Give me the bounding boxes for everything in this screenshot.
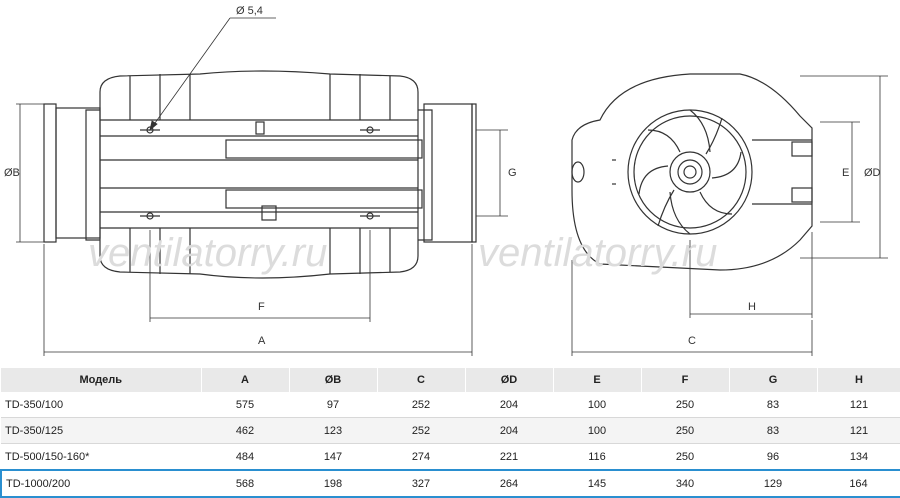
left-collar [55, 107, 101, 239]
cell-h: 134 [817, 443, 900, 471]
dimension-drawing-svg: ventilatorry.ru ventilatorry.ru Ø 5,4 ØB… [4, 5, 888, 356]
cell-h: 164 [817, 469, 900, 498]
cell-model: TD-1000/200 [0, 469, 201, 498]
cell-h: 121 [817, 392, 900, 418]
cell-e: 100 [553, 417, 641, 444]
cell-c: 252 [377, 417, 465, 444]
cell-c: 327 [377, 469, 465, 498]
cell-model: TD-500/150-160* [1, 443, 201, 471]
label-f: F [258, 301, 265, 313]
label-d: ØD [864, 167, 881, 179]
cell-g: 83 [729, 392, 817, 418]
header-f: F [641, 368, 730, 392]
cell-a: 575 [201, 392, 289, 418]
watermark-left: ventilatorry.ru [88, 231, 327, 275]
cell-b: 123 [289, 417, 377, 444]
cell-g: 129 [729, 469, 817, 498]
cell-d: 264 [465, 469, 553, 498]
cell-f: 250 [641, 417, 729, 444]
header-g: G [729, 368, 818, 392]
watermark-right: ventilatorry.ru [478, 231, 717, 275]
left-body-outline [99, 70, 419, 279]
table-row-highlighted: TD-1000/200 568 198 327 264 145 340 129 … [0, 469, 900, 498]
cell-c: 274 [377, 443, 465, 471]
label-a: A [258, 335, 266, 347]
cell-e: 100 [553, 392, 641, 418]
cell-f: 340 [641, 469, 729, 498]
header-b: ØB [289, 368, 378, 392]
cell-model: TD-350/125 [1, 417, 201, 444]
label-g: G [508, 167, 517, 179]
header-d: ØD [465, 368, 554, 392]
header-a: A [201, 368, 290, 392]
cell-d: 204 [465, 392, 553, 418]
cell-c: 252 [377, 392, 465, 418]
cell-f: 250 [641, 392, 729, 418]
right-collar [423, 103, 473, 243]
cell-g: 83 [729, 417, 817, 444]
label-hole-diameter: Ø 5,4 [236, 5, 263, 17]
cell-h: 121 [817, 417, 900, 444]
cell-a: 568 [201, 469, 289, 498]
cell-b: 198 [289, 469, 377, 498]
cell-e: 116 [553, 443, 641, 471]
technical-drawing: ventilatorry.ru ventilatorry.ru Ø 5,4 ØB… [4, 5, 888, 356]
cell-d: 204 [465, 417, 553, 444]
table-row: TD-350/125 462 123 252 204 100 250 83 12… [1, 417, 900, 444]
table-row: TD-350/100 575 97 252 204 100 250 83 121 [1, 392, 900, 418]
specs-table: Модель A ØB C ØD E F G H TD-350/100 575 … [0, 368, 900, 498]
cell-b: 97 [289, 392, 377, 418]
cell-d: 221 [465, 443, 553, 471]
cell-model: TD-350/100 [1, 392, 201, 418]
table-row: TD-500/150-160* 484 147 274 221 116 250 … [1, 443, 900, 471]
label-h: H [748, 301, 756, 313]
left-collar-outer [43, 103, 57, 243]
header-e: E [553, 368, 642, 392]
cell-b: 147 [289, 443, 377, 471]
table-header-row: Модель A ØB C ØD E F G H [1, 368, 900, 392]
header-h: H [817, 368, 900, 392]
label-c: C [688, 335, 696, 347]
cell-a: 462 [201, 417, 289, 444]
cell-f: 250 [641, 443, 729, 471]
label-b: ØB [4, 167, 20, 179]
cell-g: 96 [729, 443, 817, 471]
cell-a: 484 [201, 443, 289, 471]
label-e: E [842, 167, 849, 179]
header-c: C [377, 368, 466, 392]
header-model: Модель [1, 368, 202, 392]
cell-e: 145 [553, 469, 641, 498]
